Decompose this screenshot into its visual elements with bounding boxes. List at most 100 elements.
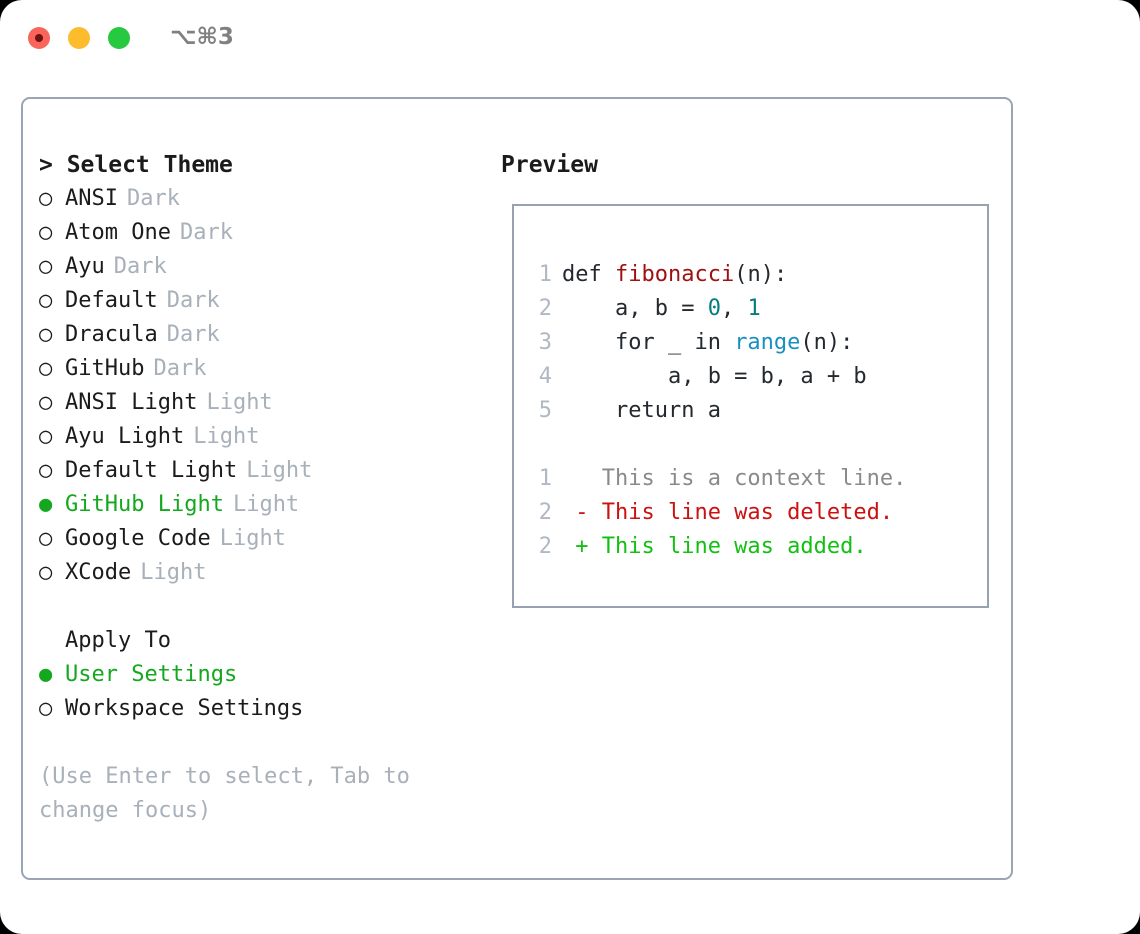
theme-list-item[interactable]: ○ ANSI Dark [39,182,487,216]
theme-category-label: Dark [179,220,233,245]
code-line: 2 a, b = 0, 1 [526,292,976,326]
theme-category-label: Light [246,458,313,483]
radio-unselected-icon[interactable]: ○ [39,322,53,347]
theme-name-label: Ayu Light [65,424,185,449]
code-token: - This line was deleted. [562,500,894,525]
code-token: (n): [734,262,788,287]
apply-to-list[interactable]: ● User Settings ○ Workspace Settings [39,658,487,726]
theme-name-label: ANSI Light [65,390,198,415]
theme-name-label: Default Light [65,458,238,483]
theme-name-label: Default [65,288,158,313]
apply-to-label: Workspace Settings [65,696,304,721]
title-bar: ⌥⌘3 [0,0,1140,78]
theme-category-label: Light [193,424,260,449]
theme-name-label: Ayu [65,254,105,279]
apply-to-item[interactable]: ○ Workspace Settings [39,692,487,726]
keyboard-shortcut-label: ⌥⌘3 [170,24,234,50]
theme-list-item[interactable]: ○ ANSI Light Light [39,386,487,420]
theme-category-label: Light [206,390,273,415]
code-token: + This line was added. [562,534,867,559]
theme-list-item[interactable]: ● GitHub Light Light [39,488,487,522]
code-token: a, b = [562,296,708,321]
radio-selected-icon[interactable]: ● [39,492,53,517]
theme-name-label: XCode [65,560,132,585]
theme-name-label: Google Code [65,526,211,551]
radio-unselected-icon[interactable]: ○ [39,220,53,245]
code-token: a, b = b, a + b [562,364,867,389]
radio-unselected-icon[interactable]: ○ [39,390,53,415]
preview-heading: Preview [501,152,598,178]
close-button-icon[interactable] [28,27,50,49]
theme-name-label: ANSI [65,186,118,211]
select-theme-heading: > Select Theme [39,152,233,178]
code-line-text: def fibonacci(n): [562,258,787,292]
hint-spacer [39,726,487,760]
code-token: 1 [747,296,761,321]
diff-line: 2 + This line was added. [526,530,976,564]
radio-selected-icon[interactable]: ● [39,662,53,687]
theme-category-label: Dark [126,186,180,211]
line-number: 5 [538,398,552,423]
code-gap [526,428,976,462]
line-number: 1 [538,262,552,287]
theme-name-label: Dracula [65,322,158,347]
line-number: 2 [538,534,552,559]
theme-category-label: Dark [153,356,207,381]
theme-list-item[interactable]: ○ Ayu Light Light [39,420,487,454]
theme-name-label: Atom One [65,220,171,245]
diff-line: 1 This is a context line. [526,462,976,496]
code-line-text: for _ in range(n): [562,326,853,360]
theme-name-label: GitHub Light [65,492,224,517]
radio-unselected-icon[interactable]: ○ [39,186,53,211]
theme-category-label: Light [232,492,300,517]
theme-list-item[interactable]: ○ Atom One Dark [39,216,487,250]
code-token: , [720,296,748,321]
code-line-text: - This line was deleted. [562,496,893,530]
radio-unselected-icon[interactable]: ○ [39,424,53,449]
minimize-button-icon[interactable] [68,27,90,49]
code-line: 4 a, b = b, a + b [526,360,976,394]
theme-list-item[interactable]: ○ Google Code Light [39,522,487,556]
zoom-button-icon[interactable] [108,27,130,49]
radio-unselected-icon[interactable]: ○ [39,356,53,381]
code-line-text: a, b = b, a + b [562,360,867,394]
radio-unselected-icon[interactable]: ○ [39,288,53,313]
theme-list-item[interactable]: ○ Default Dark [39,284,487,318]
line-number: 2 [538,296,552,321]
theme-list-item[interactable]: ○ Default Light Light [39,454,487,488]
code-line-text: return a [562,394,721,428]
theme-category-label: Dark [166,322,220,347]
radio-unselected-icon[interactable]: ○ [39,696,53,721]
line-number: 1 [538,466,552,491]
code-token: 0 [707,296,721,321]
code-line-text: a, b = 0, 1 [562,292,761,326]
radio-unselected-icon[interactable]: ○ [39,526,53,551]
code-token: This is a context line. [562,466,907,491]
theme-name-label: GitHub [65,356,145,381]
radio-unselected-icon[interactable]: ○ [39,560,53,585]
theme-list-item[interactable]: ○ Dracula Dark [39,318,487,352]
code-token: return a [562,398,721,423]
diff-line: 2 - This line was deleted. [526,496,976,530]
code-token: (n): [800,330,854,355]
radio-unselected-icon[interactable]: ○ [39,254,53,279]
apply-to-label: User Settings [65,662,238,687]
radio-unselected-icon[interactable]: ○ [39,458,53,483]
code-token: fibonacci [614,262,735,287]
apply-to-item[interactable]: ● User Settings [39,658,487,692]
theme-category-label: Dark [166,288,220,313]
theme-list-item[interactable]: ○ GitHub Dark [39,352,487,386]
keyboard-hint-text: (Use Enter to select, Tab to change focu… [39,764,424,823]
code-line: 3 for _ in range(n): [526,326,976,360]
code-token: for _ in [562,330,735,355]
theme-category-label: Light [219,526,286,551]
line-number: 2 [538,500,552,525]
